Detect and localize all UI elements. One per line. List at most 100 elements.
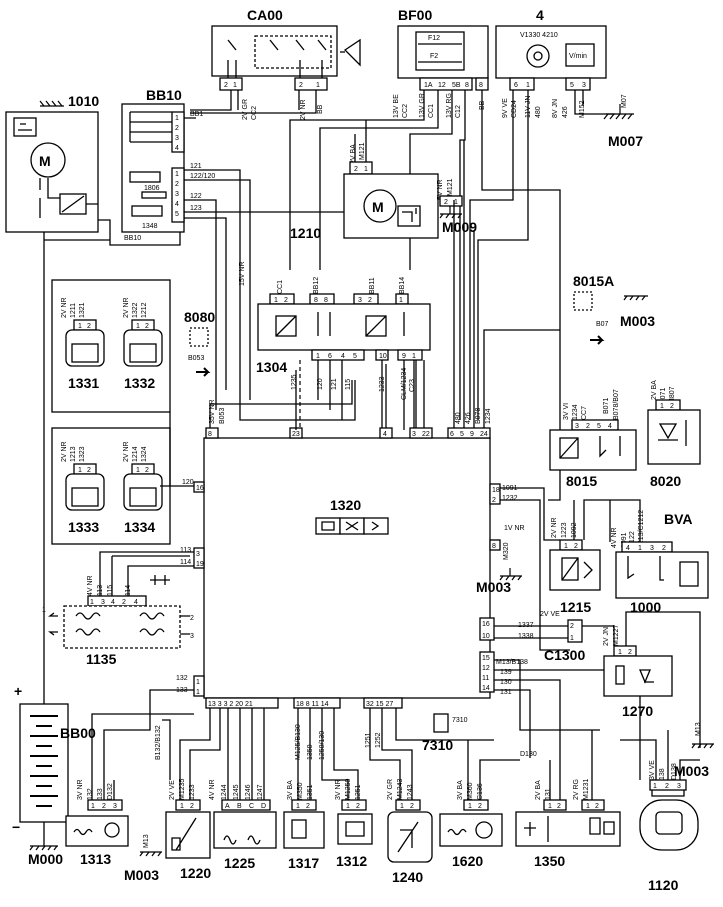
- svg-text:B07: B07: [596, 321, 609, 328]
- svg-text:2: 2: [190, 803, 194, 810]
- svg-text:3V BA: 3V BA: [457, 780, 464, 800]
- svg-text:M003: M003: [674, 763, 709, 779]
- svg-text:M1227: M1227: [613, 624, 620, 646]
- svg-text:3: 3: [113, 803, 117, 810]
- svg-text:B078: B078: [475, 408, 482, 424]
- svg-text:2: 2: [444, 199, 448, 206]
- svg-text:2: 2: [492, 497, 496, 504]
- svg-text:2: 2: [122, 599, 126, 606]
- svg-text:8080: 8080: [184, 309, 215, 325]
- svg-text:1091: 1091: [621, 532, 628, 548]
- svg-text:1: 1: [316, 82, 320, 89]
- svg-text:M003: M003: [476, 579, 511, 595]
- svg-text:1233: 1233: [189, 784, 196, 800]
- svg-text:14: 14: [482, 685, 490, 692]
- svg-text:2V VE: 2V VE: [540, 611, 560, 618]
- horn-icon: [343, 38, 361, 67]
- svg-text:M13/B138: M13/B138: [496, 659, 528, 666]
- svg-text:1010: 1010: [68, 93, 99, 109]
- svg-text:3: 3: [190, 633, 194, 640]
- svg-text:M13: M13: [695, 722, 702, 736]
- svg-text:1213/C1212: 1213/C1212: [638, 510, 645, 548]
- component-8015a: 8015A M003 B07: [573, 273, 655, 345]
- svg-text:131: 131: [545, 788, 552, 800]
- svg-text:1214: 1214: [132, 446, 139, 462]
- svg-text:5B: 5B: [452, 82, 461, 89]
- svg-text:2V JN: 2V JN: [603, 627, 610, 646]
- svg-text:2: 2: [574, 543, 578, 550]
- svg-text:M07: M07: [621, 94, 628, 108]
- svg-text:1A: 1A: [424, 82, 433, 89]
- svg-text:M003: M003: [620, 313, 655, 329]
- svg-text:10: 10: [379, 353, 387, 360]
- svg-text:138: 138: [659, 768, 666, 780]
- svg-text:2: 2: [284, 297, 288, 304]
- svg-text:1: 1: [296, 803, 300, 810]
- svg-text:M: M: [39, 153, 51, 169]
- svg-text:1: 1: [454, 199, 458, 206]
- svg-text:3: 3: [101, 599, 105, 606]
- svg-text:F12: F12: [428, 35, 440, 42]
- label-ca00: CA00: [247, 7, 283, 23]
- svg-text:BB14: BB14: [399, 277, 406, 294]
- svg-text:24: 24: [480, 431, 488, 438]
- svg-text:2: 2: [662, 545, 666, 552]
- svg-text:3: 3: [582, 82, 586, 89]
- svg-text:1: 1: [346, 803, 350, 810]
- svg-text:1246: 1246: [245, 784, 252, 800]
- svg-text:C1300: C1300: [544, 647, 585, 663]
- svg-text:BVA: BVA: [664, 511, 693, 527]
- svg-text:2: 2: [665, 783, 669, 790]
- battery: + − M000: [12, 683, 69, 867]
- svg-text:5: 5: [570, 82, 574, 89]
- svg-text:113: 113: [180, 547, 191, 554]
- svg-text:13V RG: 13V RG: [446, 93, 453, 118]
- svg-text:1: 1: [638, 545, 642, 552]
- svg-text:133: 133: [97, 788, 104, 800]
- svg-text:V1330 4210: V1330 4210: [520, 32, 558, 39]
- svg-text:1270: 1270: [622, 703, 653, 719]
- svg-text:−: −: [12, 819, 20, 835]
- svg-text:23: 23: [292, 431, 300, 438]
- svg-text:1000: 1000: [630, 599, 661, 615]
- svg-text:A: A: [225, 803, 230, 810]
- svg-text:2: 2: [410, 803, 414, 810]
- svg-text:3: 3: [677, 783, 681, 790]
- svg-text:1: 1: [364, 166, 368, 173]
- svg-text:1: 1: [399, 297, 403, 304]
- svg-text:1223: 1223: [561, 522, 568, 538]
- svg-text:1331: 1331: [68, 375, 99, 391]
- svg-text:3: 3: [196, 551, 200, 558]
- svg-text:3V NR: 3V NR: [335, 779, 342, 800]
- svg-text:426: 426: [465, 412, 472, 424]
- svg-text:D: D: [261, 803, 266, 810]
- svg-text:120: 120: [182, 479, 194, 486]
- svg-text:1: 1: [78, 467, 82, 474]
- svg-text:BB12: BB12: [313, 277, 320, 294]
- svg-text:1V NR: 1V NR: [504, 525, 525, 532]
- svg-text:3V VI: 3V VI: [563, 403, 570, 420]
- svg-text:B071: B071: [603, 398, 610, 414]
- svg-text:8: 8: [208, 431, 212, 438]
- svg-text:2: 2: [306, 803, 310, 810]
- svg-text:M003: M003: [124, 867, 159, 883]
- svg-text:131: 131: [500, 689, 512, 696]
- component-1317: 3V BA M350 1351 M125/B130 1350 1250/130 …: [283, 708, 326, 871]
- svg-text:1210: 1210: [290, 225, 321, 241]
- component-1010: 1010 M: [5, 93, 99, 760]
- svg-text:1: 1: [468, 803, 472, 810]
- svg-text:2V GR: 2V GR: [242, 99, 249, 120]
- svg-text:480: 480: [535, 106, 542, 118]
- svg-text:2V NR: 2V NR: [123, 297, 130, 318]
- label-bf00: BF00: [398, 7, 432, 23]
- svg-text:5: 5: [175, 211, 179, 218]
- svg-text:1211: 1211: [70, 303, 77, 318]
- svg-text:1323: 1323: [79, 446, 86, 462]
